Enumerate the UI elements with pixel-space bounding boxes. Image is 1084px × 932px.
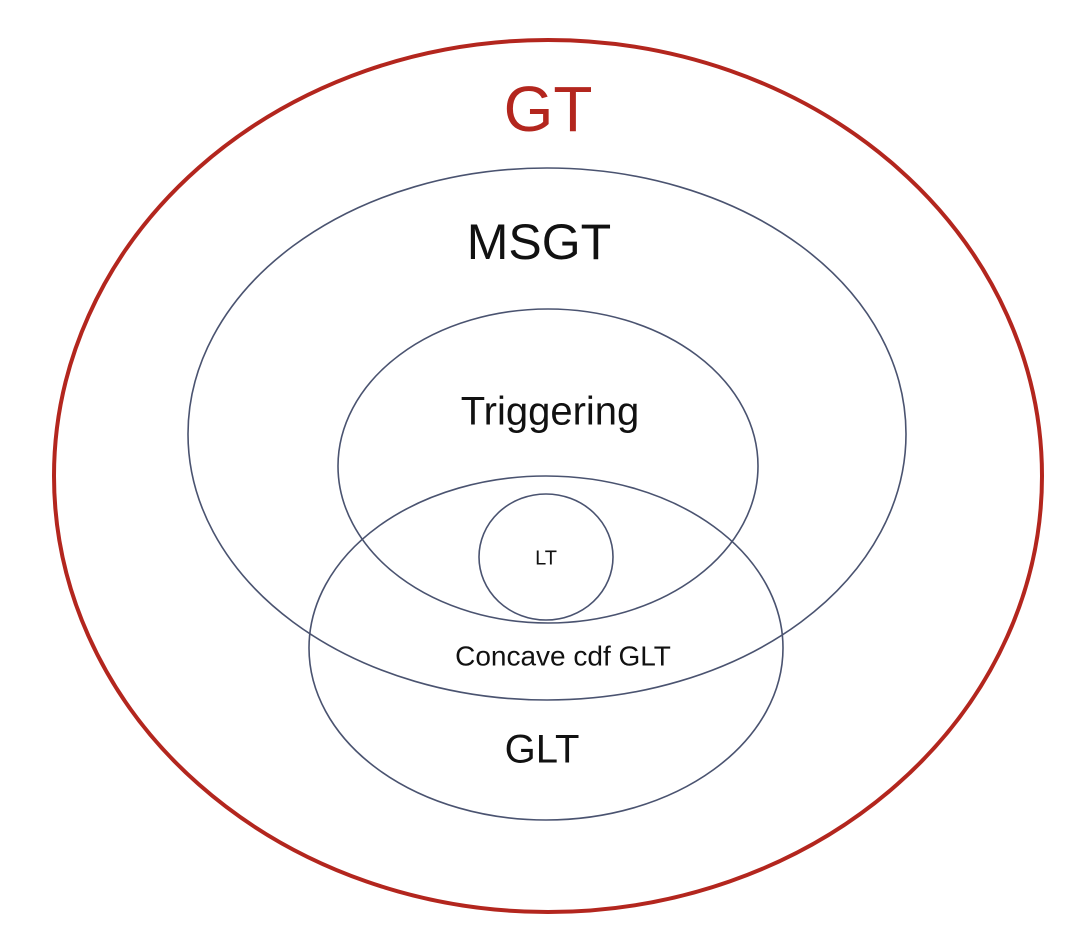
triggering-label: Triggering xyxy=(461,390,640,434)
gt-set-ellipse xyxy=(52,38,1044,914)
concave-cdf-glt-label: Concave cdf GLT xyxy=(455,640,671,671)
msgt-set-ellipse xyxy=(187,167,907,701)
gt-label: GT xyxy=(504,73,593,145)
lt-set-circle xyxy=(478,493,614,621)
lt-label: LT xyxy=(535,547,557,569)
glt-label: GLT xyxy=(505,728,580,772)
glt-set-ellipse xyxy=(308,475,784,821)
msgt-label: MSGT xyxy=(467,214,611,270)
triggering-set-ellipse xyxy=(337,308,759,624)
